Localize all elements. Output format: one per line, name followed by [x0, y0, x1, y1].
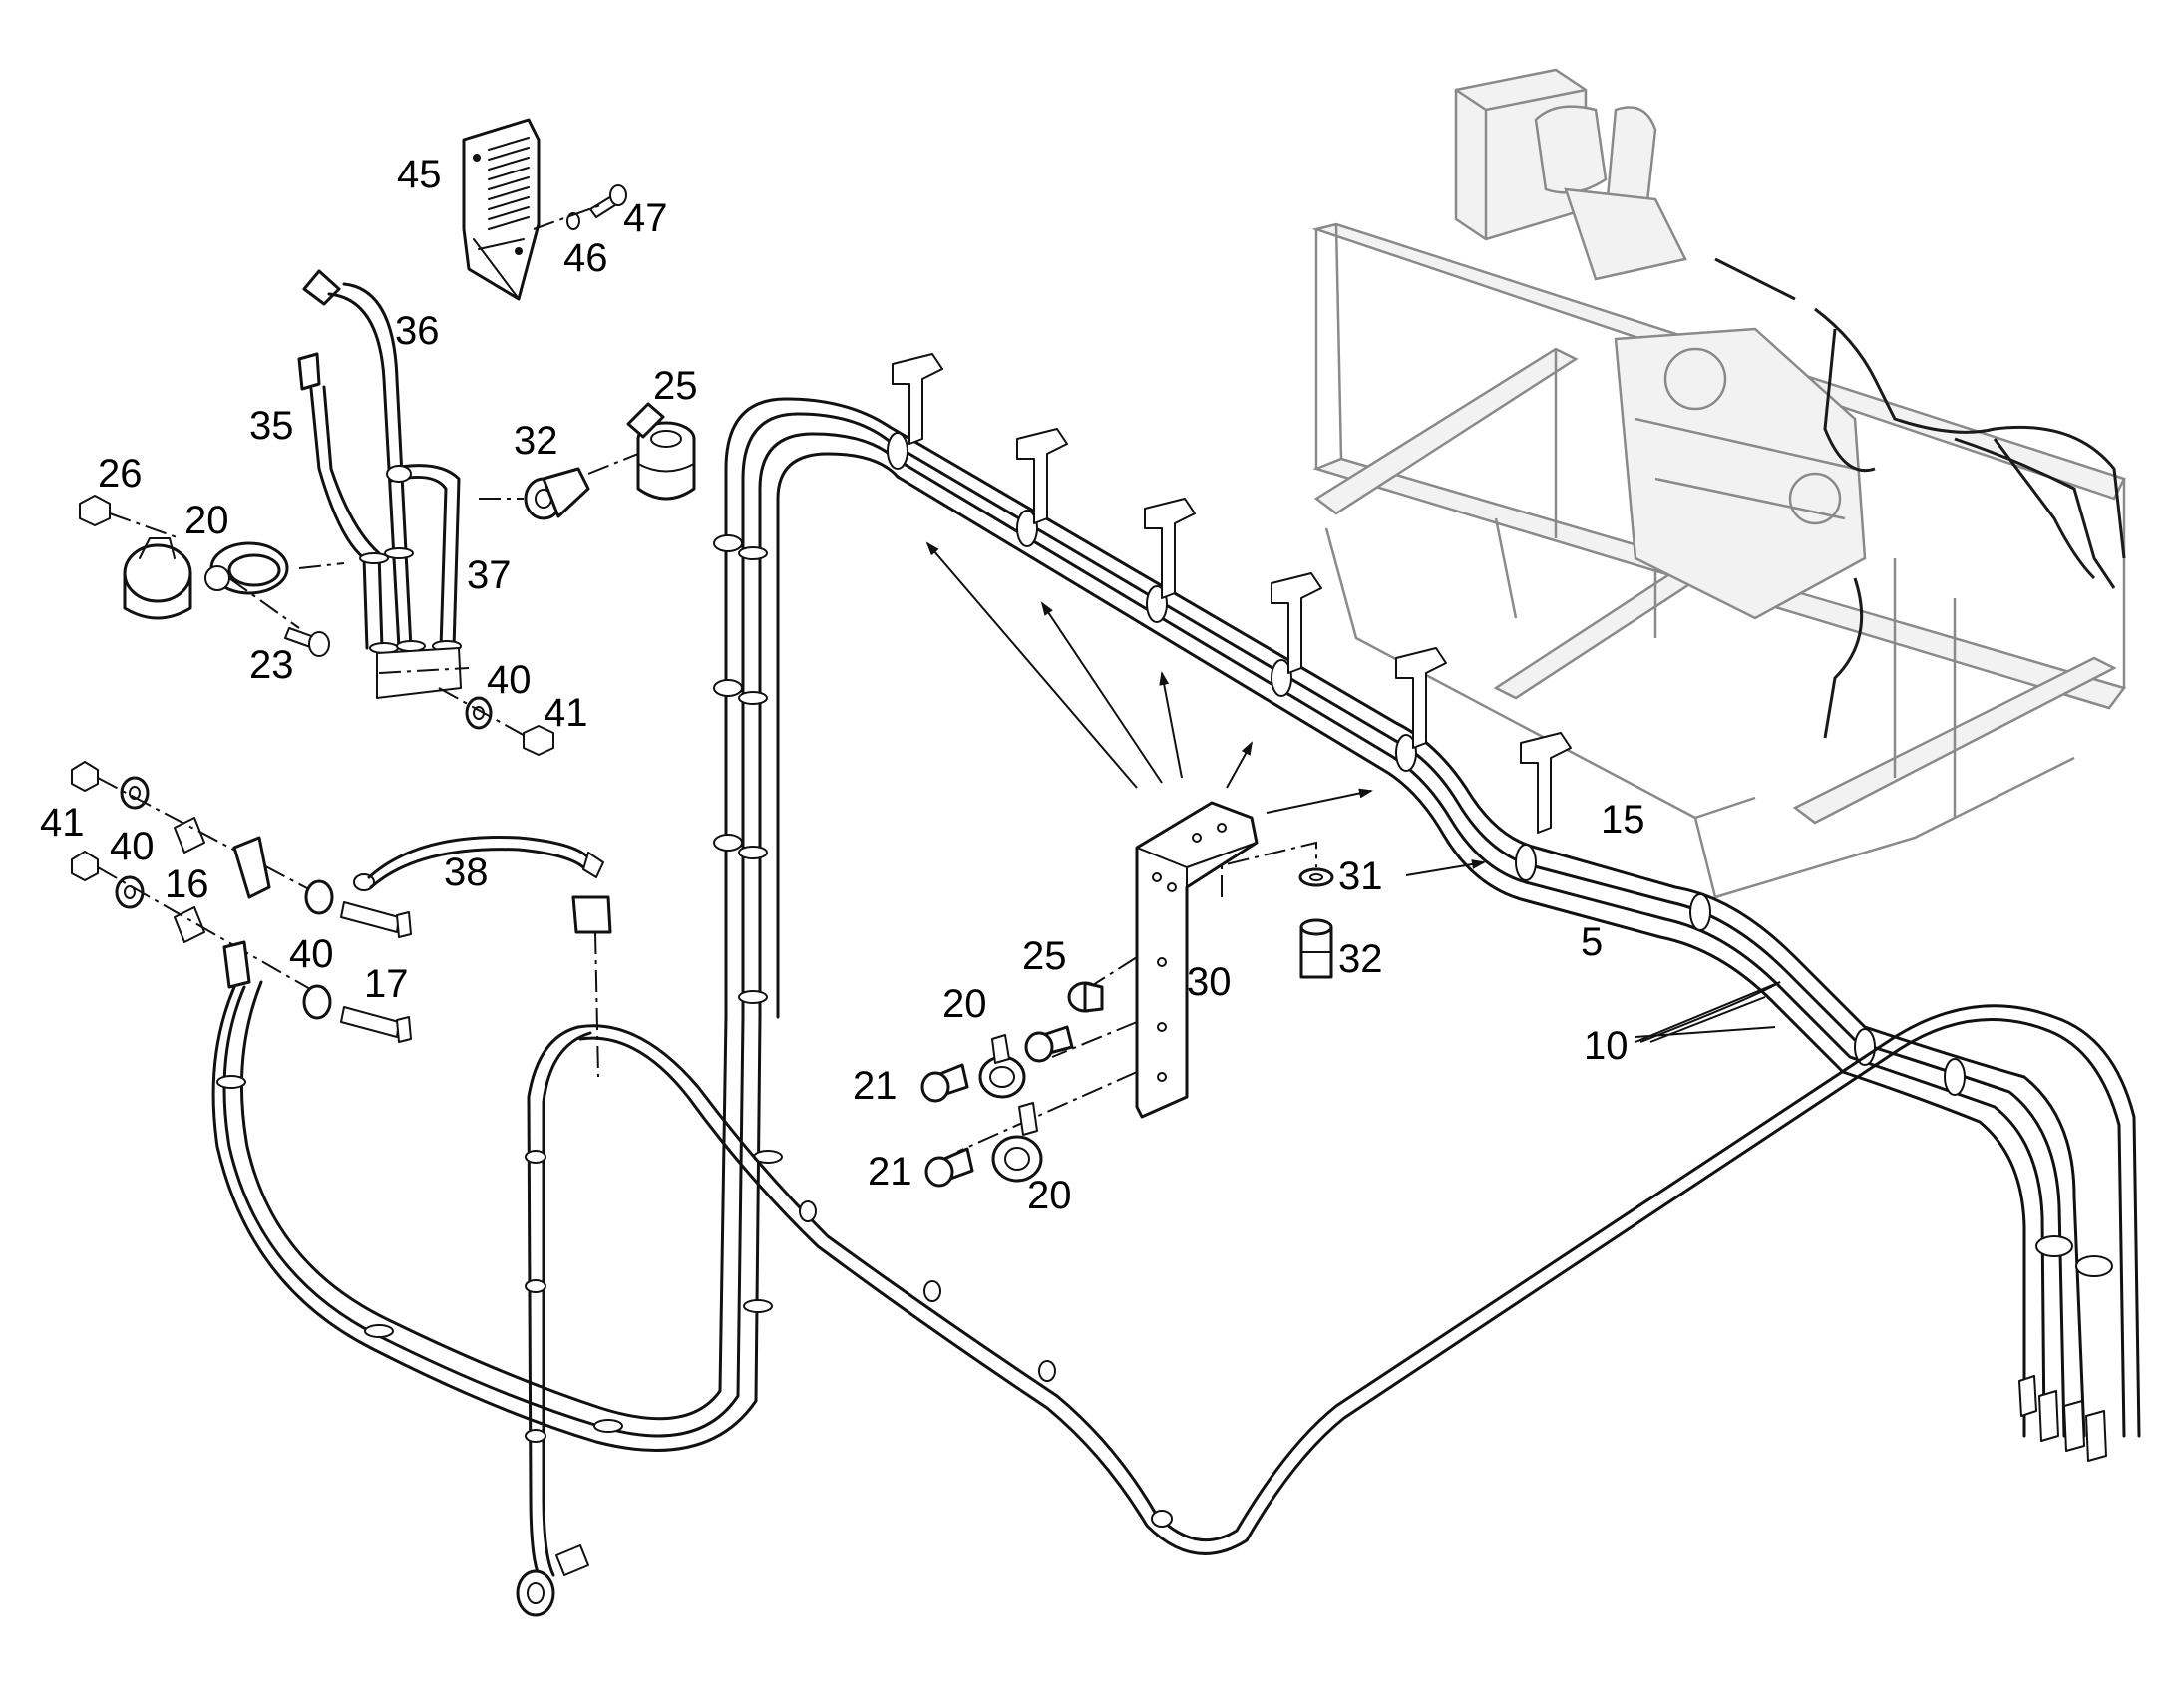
callout-40: 40 — [110, 825, 155, 868]
end-terminals-right — [2018, 1375, 2107, 1462]
thin-cable-bottom — [527, 1004, 2141, 1577]
callout-20: 20 — [1027, 1174, 1072, 1217]
callout-32: 32 — [514, 419, 558, 463]
nut-26 — [79, 495, 111, 526]
callout-47: 47 — [623, 196, 668, 240]
callout-40: 40 — [289, 932, 334, 976]
callout-38: 38 — [444, 851, 489, 894]
screw-between — [1024, 1025, 1074, 1063]
callout-21: 21 — [868, 1150, 912, 1194]
clamp-20-lower-a — [978, 1034, 1026, 1099]
terminal-lugs-bottom — [376, 647, 470, 699]
callout-15: 15 — [1601, 798, 1645, 842]
clamp-20-right — [204, 541, 289, 595]
terminal-lugs-left — [222, 836, 271, 989]
harness-brackets — [892, 353, 1572, 834]
callout-20: 20 — [184, 499, 229, 542]
callout-25: 25 — [653, 364, 698, 408]
leader-10 — [1649, 996, 1766, 1043]
washer-46 — [566, 212, 580, 230]
callout-25: 25 — [1022, 934, 1067, 978]
callout-32: 32 — [1338, 937, 1383, 981]
ring-terminal-bottom — [516, 1544, 589, 1617]
callout-17: 17 — [364, 962, 409, 1006]
nut-41-upper — [523, 725, 554, 756]
washer-31 — [1298, 867, 1334, 887]
harness-clips-vertical — [216, 534, 783, 1433]
callout-46: 46 — [563, 236, 608, 280]
bracket-30 — [1135, 801, 1259, 1119]
callout-31: 31 — [1338, 854, 1383, 898]
screw-47 — [589, 184, 627, 218]
callout-16: 16 — [165, 862, 209, 906]
callout-41: 41 — [544, 691, 588, 735]
thin-cable-clips — [525, 1150, 1173, 1528]
washer-40-bolt — [302, 879, 334, 1020]
screw-32-lower — [1299, 918, 1333, 979]
leader-lines — [1635, 981, 1781, 1043]
grommet-25-upper — [626, 402, 696, 501]
cable-38 — [353, 836, 612, 1078]
main-harness-vertical-run — [724, 397, 900, 1019]
cable-37 — [386, 464, 461, 650]
screw-23 — [284, 627, 330, 657]
callout-36: 36 — [395, 309, 440, 353]
screw-21-lower — [924, 1147, 974, 1188]
callout-5: 5 — [1581, 920, 1603, 964]
callout-20: 20 — [942, 982, 987, 1026]
callout-21: 21 — [853, 1064, 898, 1108]
callout-26: 26 — [98, 452, 143, 496]
cable-36 — [302, 269, 413, 650]
clamp-20-left — [123, 537, 192, 620]
screw-21-upper — [920, 1063, 969, 1103]
screw-32-upper — [524, 467, 590, 520]
callout-30: 30 — [1187, 960, 1232, 1004]
grille-plate-45 — [462, 118, 541, 301]
callout-40: 40 — [487, 658, 532, 702]
callout-labels: 45 47 46 36 25 35 32 26 20 37 23 40 41 4… — [40, 153, 1645, 1217]
clamp-20-lower-b — [991, 1102, 1043, 1183]
cable-35 — [297, 352, 384, 650]
callout-41: 41 — [40, 801, 85, 845]
grommet-25-lower — [1067, 981, 1104, 1013]
washer-40-upper — [465, 696, 493, 730]
nut-41-lower — [71, 761, 99, 881]
callout-23: 23 — [249, 643, 294, 687]
callout-35: 35 — [249, 404, 294, 448]
main-harness-left-loop — [211, 980, 762, 1452]
harness-clips-diagonal — [887, 432, 2113, 1277]
callout-10: 10 — [1584, 1024, 1629, 1068]
chassis-overview-illustration — [1311, 68, 2127, 899]
bolt-17 — [340, 901, 412, 1043]
main-harness-diagonal — [888, 425, 2086, 1438]
callout-45: 45 — [397, 153, 442, 196]
arrows-bracket-to-harness — [925, 541, 1486, 876]
callout-37: 37 — [467, 553, 512, 597]
